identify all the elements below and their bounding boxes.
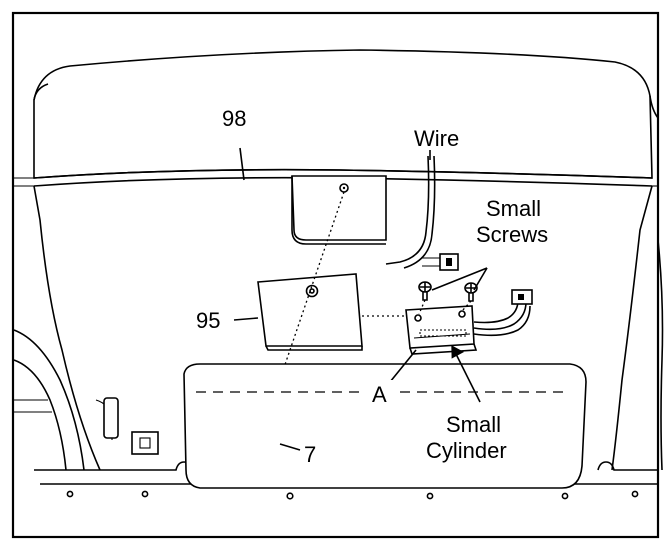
label-95: 95 bbox=[196, 308, 220, 333]
part-95-plate bbox=[257, 273, 363, 351]
small-screw-left bbox=[418, 281, 432, 301]
label-small-screws-line2: Screws bbox=[476, 222, 548, 247]
circuit-board-a bbox=[405, 289, 533, 355]
label-98: 98 bbox=[222, 106, 246, 131]
label-small-cylinder-line2: Cylinder bbox=[426, 438, 507, 463]
small-screws bbox=[418, 281, 478, 315]
label-wire: Wire bbox=[414, 126, 459, 151]
wire bbox=[385, 155, 459, 271]
label-small-screws-line1: Small bbox=[486, 196, 541, 221]
leader-lines bbox=[233, 147, 488, 451]
label-7: 7 bbox=[304, 442, 316, 467]
small-screw-right bbox=[464, 282, 478, 302]
label-a: A bbox=[372, 382, 387, 407]
rail-holes bbox=[66, 490, 639, 500]
mount-bracket bbox=[131, 431, 159, 455]
upper-bracket bbox=[291, 175, 387, 245]
diagram-border bbox=[11, 11, 660, 539]
label-small-cylinder-line1: Small bbox=[446, 412, 501, 437]
